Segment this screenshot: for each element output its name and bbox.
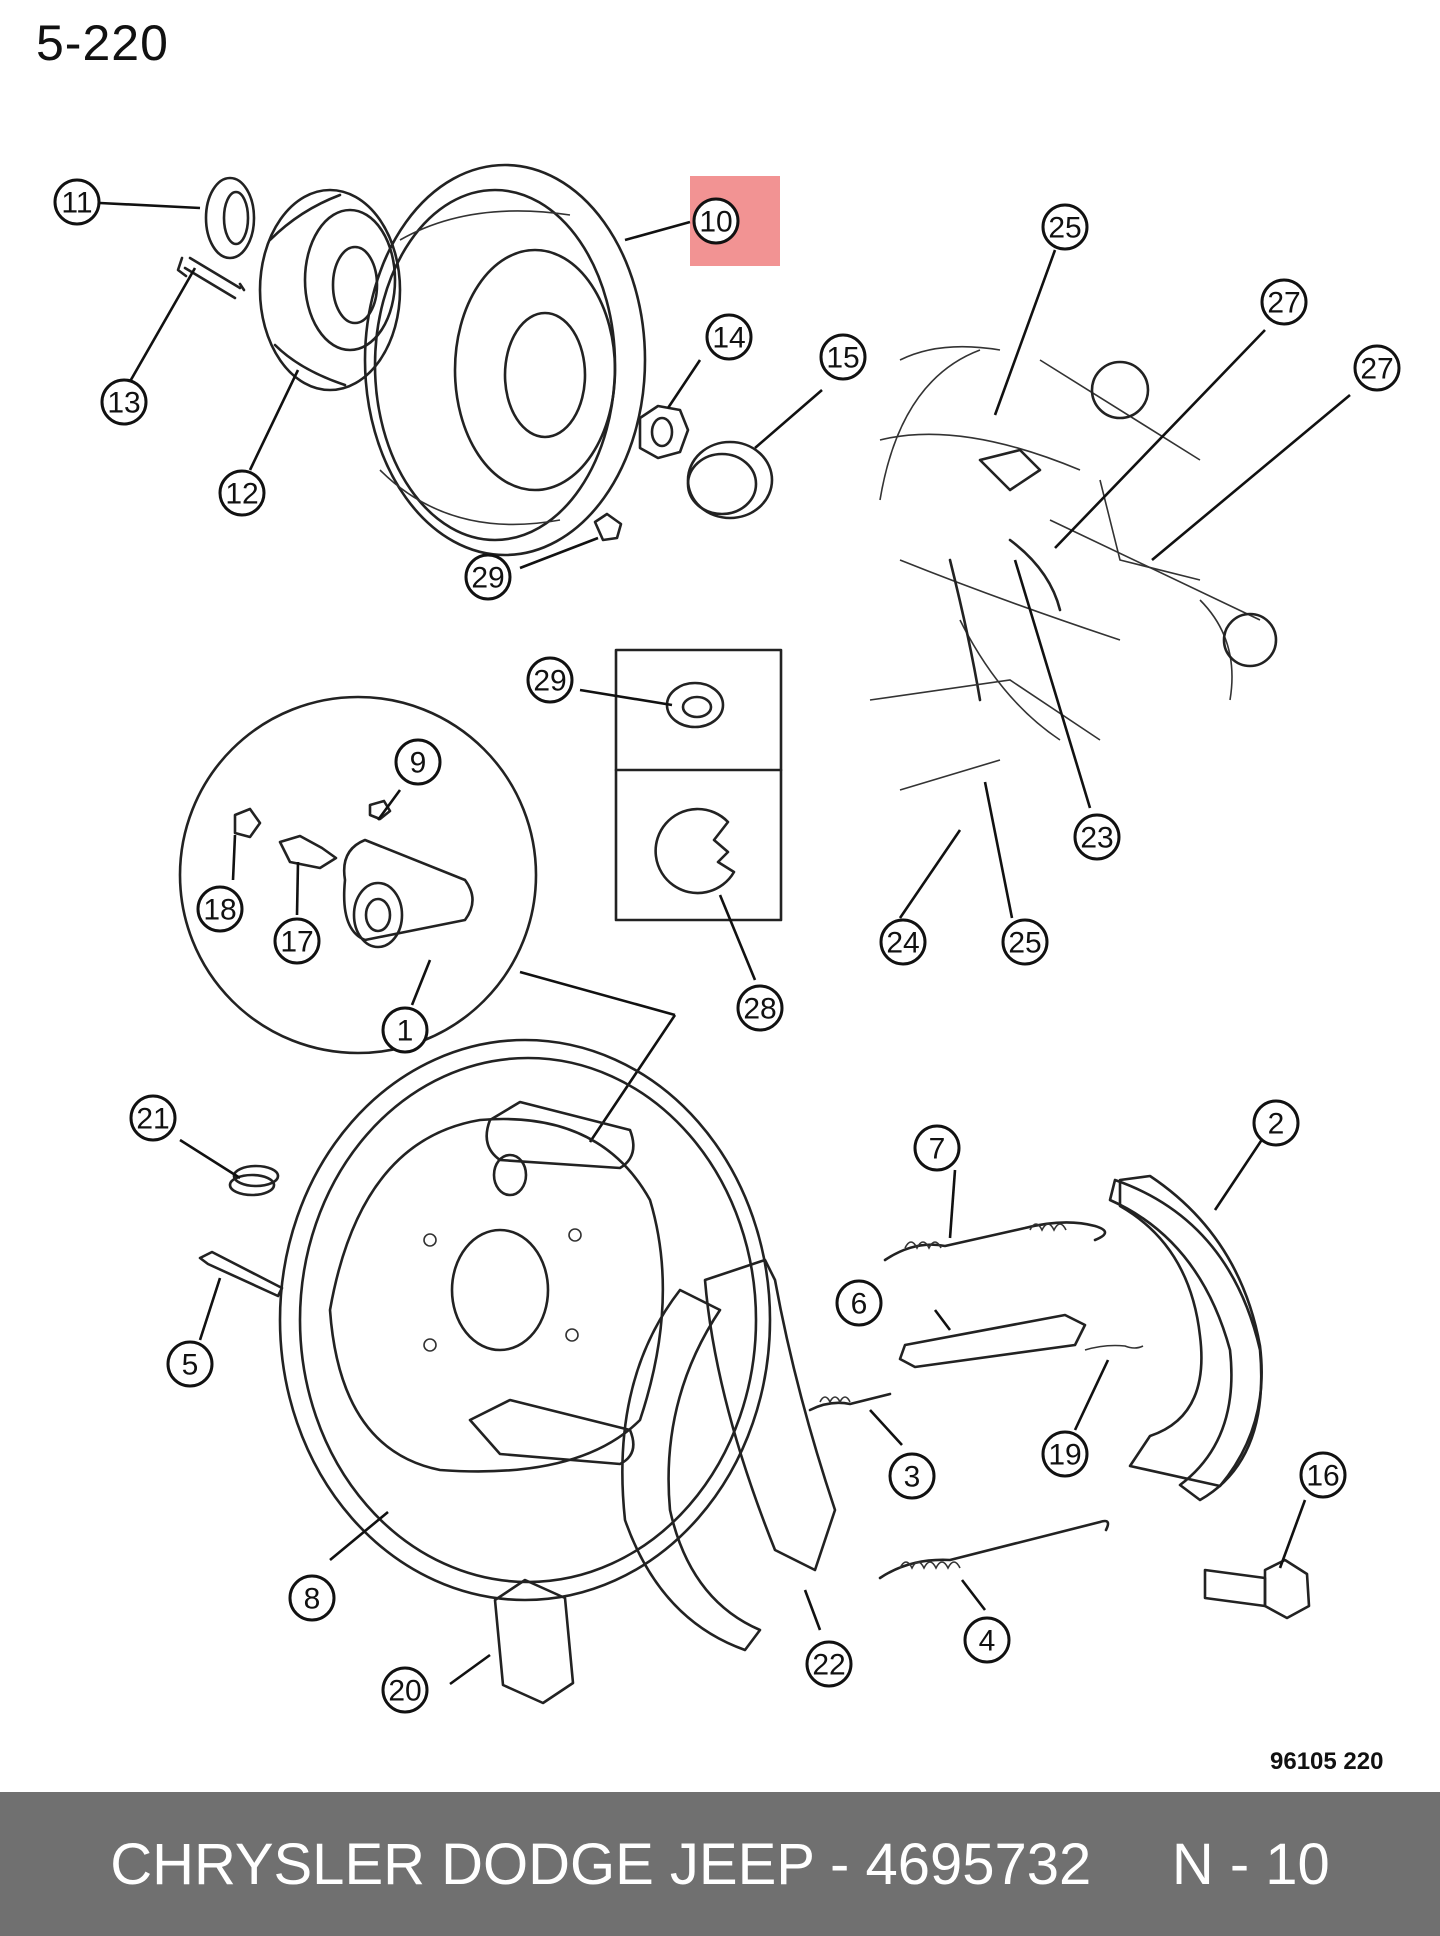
callout-9[interactable]: 9 bbox=[394, 738, 442, 786]
svg-text:25: 25 bbox=[1048, 212, 1081, 245]
callout-3[interactable]: 3 bbox=[888, 1452, 936, 1500]
callout-27[interactable]: 27 bbox=[1260, 278, 1308, 326]
svg-text:4: 4 bbox=[979, 1625, 996, 1658]
svg-text:27: 27 bbox=[1267, 287, 1300, 320]
svg-text:19: 19 bbox=[1048, 1439, 1081, 1472]
callout-21[interactable]: 21 bbox=[129, 1094, 177, 1142]
callout-7[interactable]: 7 bbox=[913, 1124, 961, 1172]
drawing-code: 96105 220 bbox=[1270, 1748, 1384, 1775]
callout-29[interactable]: 29 bbox=[526, 656, 574, 704]
callout-14[interactable]: 14 bbox=[705, 313, 753, 361]
page-number: 5-220 bbox=[36, 15, 169, 71]
brake-assembly-diagram: 11 10 13 12 14 15 29 25 27 27 23 24 25 2… bbox=[53, 163, 1401, 1714]
callout-19[interactable]: 19 bbox=[1041, 1430, 1089, 1478]
svg-text:13: 13 bbox=[107, 387, 140, 420]
svg-text:20: 20 bbox=[388, 1675, 421, 1708]
svg-text:21: 21 bbox=[136, 1103, 169, 1136]
callout-23[interactable]: 23 bbox=[1073, 813, 1121, 861]
callout-10[interactable]: 10 bbox=[692, 197, 740, 245]
callout-2[interactable]: 2 bbox=[1252, 1099, 1300, 1147]
svg-text:3: 3 bbox=[904, 1461, 921, 1494]
svg-text:11: 11 bbox=[61, 187, 92, 220]
callouts: 11 10 13 12 14 15 29 25 27 27 23 24 25 2… bbox=[53, 178, 1401, 1714]
svg-text:22: 22 bbox=[812, 1649, 845, 1682]
svg-text:12: 12 bbox=[225, 478, 258, 511]
callout-17[interactable]: 17 bbox=[273, 917, 321, 965]
callout-18[interactable]: 18 bbox=[196, 885, 244, 933]
svg-text:28: 28 bbox=[743, 993, 776, 1026]
callout-25-bottom[interactable]: 25 bbox=[1001, 918, 1049, 966]
callout-28[interactable]: 28 bbox=[736, 984, 784, 1032]
svg-text:10: 10 bbox=[699, 206, 732, 239]
svg-text:9: 9 bbox=[410, 747, 427, 780]
callout-1[interactable]: 1 bbox=[381, 1006, 429, 1054]
svg-text:29: 29 bbox=[533, 665, 566, 698]
svg-text:6: 6 bbox=[851, 1288, 868, 1321]
callout-20[interactable]: 20 bbox=[381, 1666, 429, 1714]
callout-12[interactable]: 12 bbox=[218, 469, 266, 517]
callout-4[interactable]: 4 bbox=[963, 1616, 1011, 1664]
callout-13[interactable]: 13 bbox=[100, 378, 148, 426]
svg-text:14: 14 bbox=[712, 322, 745, 355]
svg-text:24: 24 bbox=[886, 927, 919, 960]
callout-30[interactable]: 29 bbox=[464, 553, 512, 601]
svg-text:2: 2 bbox=[1268, 1108, 1285, 1141]
callout-22[interactable]: 22 bbox=[805, 1640, 853, 1688]
svg-text:15: 15 bbox=[826, 342, 859, 375]
callout-16[interactable]: 16 bbox=[1299, 1451, 1347, 1499]
footer-bar: CHRYSLER DODGE JEEP - 4695732 N - 10 bbox=[0, 1792, 1440, 1936]
callout-26[interactable]: 27 bbox=[1353, 344, 1401, 392]
svg-text:29: 29 bbox=[471, 562, 504, 595]
callout-11[interactable]: 11 bbox=[53, 178, 101, 226]
part-drawings bbox=[176, 163, 1311, 1705]
callout-5[interactable]: 5 bbox=[166, 1340, 214, 1388]
svg-text:18: 18 bbox=[203, 894, 236, 927]
callout-6[interactable]: 6 bbox=[835, 1279, 883, 1327]
svg-text:1: 1 bbox=[397, 1015, 414, 1048]
svg-text:23: 23 bbox=[1080, 822, 1113, 855]
svg-text:7: 7 bbox=[929, 1133, 946, 1166]
callout-25-top[interactable]: 25 bbox=[1041, 203, 1089, 251]
svg-text:8: 8 bbox=[304, 1583, 321, 1616]
leader-lines bbox=[99, 201, 1351, 1686]
svg-text:27: 27 bbox=[1360, 353, 1393, 386]
callout-15[interactable]: 15 bbox=[819, 333, 867, 381]
svg-text:16: 16 bbox=[1306, 1460, 1339, 1493]
svg-text:5: 5 bbox=[182, 1349, 199, 1382]
footer-part-number: CHRYSLER DODGE JEEP - 4695732 N - 10 bbox=[110, 1831, 1330, 1897]
callout-24[interactable]: 24 bbox=[879, 918, 927, 966]
svg-text:25: 25 bbox=[1008, 927, 1041, 960]
callout-8[interactable]: 8 bbox=[288, 1574, 336, 1622]
svg-text:17: 17 bbox=[280, 926, 313, 959]
